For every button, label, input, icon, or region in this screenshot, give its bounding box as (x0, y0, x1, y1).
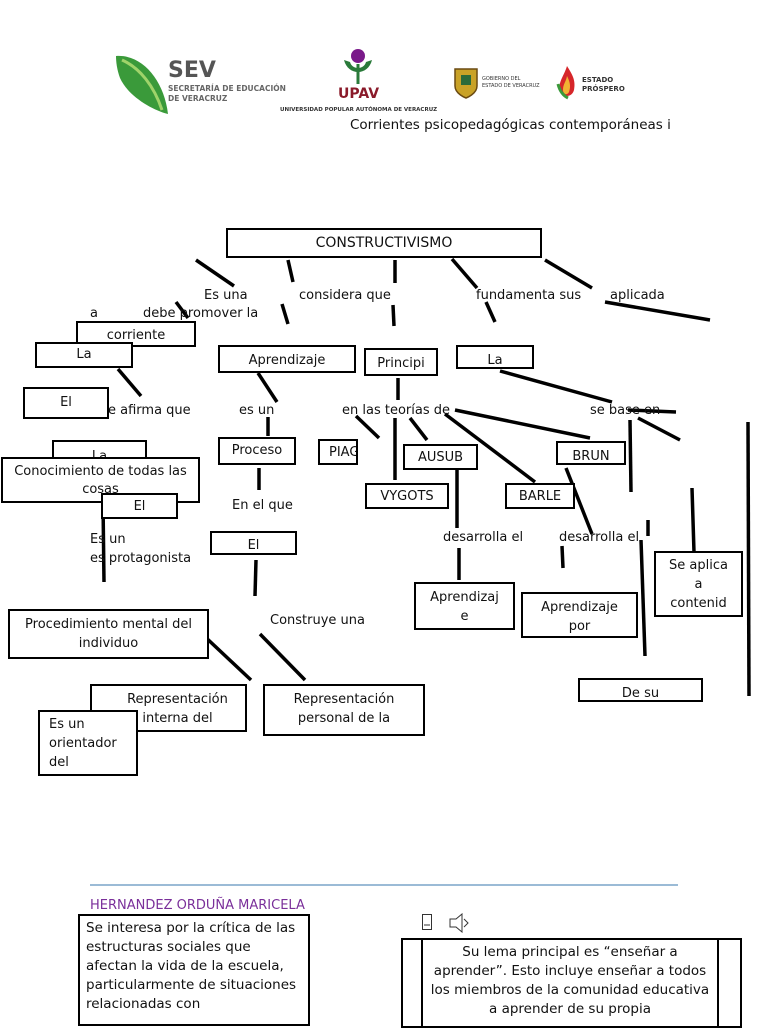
link-considera-que: considera que (299, 288, 391, 303)
estado-line2: PRÓSPERO (582, 85, 625, 93)
gobierno-shield-icon (454, 68, 478, 99)
estado-line1: ESTADO (582, 76, 614, 84)
estado-prospero-logo: ESTADO PRÓSPERO (554, 64, 634, 102)
node-proceso: Proceso (218, 437, 296, 465)
node-rep-personal: Representación personal de la (263, 684, 425, 736)
node-de-su: De su (578, 678, 703, 702)
gobierno-logo: GOBIERNO DEL ESTADO DE VERACRUZ (452, 66, 547, 100)
link-es-una: Es una (204, 288, 248, 303)
estado-flame-icon (556, 66, 575, 100)
link-es-protagonista: Es un es protagonista (90, 532, 192, 566)
sev-line2: DE VERACRUZ (168, 94, 228, 103)
sev-title: SEV (168, 58, 216, 83)
node-constructivismo: CONSTRUCTIVISMO (226, 228, 542, 258)
footer-rule (90, 884, 678, 886)
author-name[interactable]: HERNANDEZ ORDUÑA MARICELA (90, 898, 305, 913)
node-la-1: La (35, 342, 133, 368)
node-el-2: El (101, 493, 178, 519)
sev-line1: SECRETARÍA DE EDUCACIÓN (168, 84, 286, 93)
node-el-3: El (210, 531, 297, 555)
speaker-icon (449, 913, 469, 933)
node-aprendizaje-e: Aprendizaj e (414, 582, 515, 630)
sev-leaf-icon (116, 55, 168, 114)
link-desarrolla-2: desarrolla el (559, 530, 640, 545)
node-la-2: La (456, 345, 534, 369)
link-construye-una: Construye una (270, 613, 365, 628)
link-en-teorias: en las teorías de (342, 403, 450, 418)
gobierno-line2: ESTADO DE VERACRUZ (482, 83, 540, 89)
node-principi: Principi (364, 348, 438, 376)
upav-subtitle: UNIVERSIDAD POPULAR AUTÓNOMA DE VERACRUZ (280, 107, 438, 113)
link-debe-promover: debe promover la (143, 306, 259, 321)
upav-emblem-icon (344, 49, 372, 84)
link-es-un: es un (239, 403, 275, 418)
link-fundamenta-sus: fundamenta sus (476, 288, 582, 303)
node-se-aplica: Se aplica a contenid (654, 551, 743, 617)
node-barle: BARLE (505, 483, 575, 509)
node-brun: BRUN (556, 441, 626, 465)
node-aprendizaje: Aprendizaje (218, 345, 356, 373)
upav-logo: UPAV UNIVERSIDAD POPULAR AUTÓNOMA DE VER… (280, 46, 440, 118)
footer-right-note: Su lema principal es “enseñar a aprender… (421, 938, 719, 1028)
gobierno-line1: GOBIERNO DEL (482, 76, 521, 82)
upav-title: UPAV (338, 86, 380, 102)
node-piag: PIAG (318, 439, 358, 465)
link-desarrolla-1: desarrolla el (443, 530, 524, 545)
sev-logo: SEV SECRETARÍA DE EDUCACIÓN DE VERACRUZ (112, 50, 286, 116)
footer-left-note: Se interesa por la crítica de las estruc… (78, 914, 310, 1026)
node-aprendizaje-por: Aprendizaje por (521, 592, 638, 638)
link-aplicada: aplicada (610, 288, 665, 303)
link-en-el-que: En el que (232, 498, 293, 513)
link-se-base-en: se base en (590, 403, 661, 418)
node-orientador: Es un orientador del (38, 710, 138, 776)
node-procedimiento: Procedimiento mental del individuo (8, 609, 209, 659)
node-ausub: AUSUB (403, 444, 478, 470)
document-icon (422, 914, 432, 930)
link-afirma-que: e afirma que (108, 403, 191, 418)
course-title: Corrientes psicopedagógicas contemporáne… (350, 117, 671, 133)
node-el-1: El (23, 387, 109, 419)
link-a: a (90, 306, 98, 321)
node-vygots: VYGOTS (365, 483, 449, 509)
